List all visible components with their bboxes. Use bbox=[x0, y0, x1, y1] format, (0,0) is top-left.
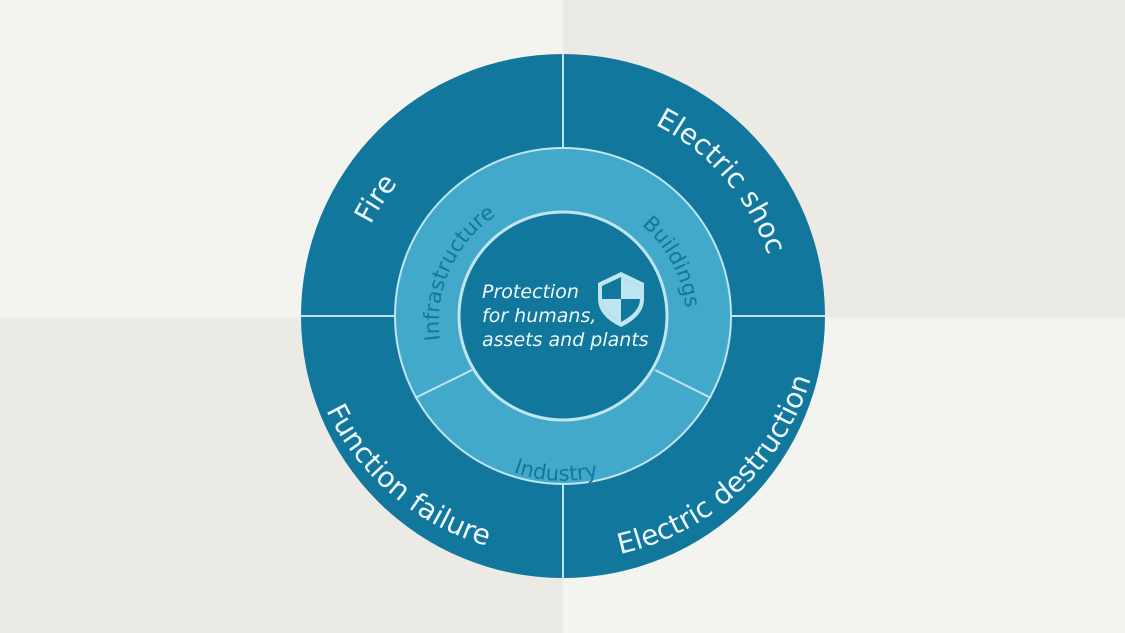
divider-middle-left bbox=[414, 369, 473, 399]
center-circle bbox=[457, 210, 669, 422]
center-line-3: assets and plants bbox=[482, 329, 649, 351]
shield-icon bbox=[598, 272, 644, 327]
center-line-2: for humans, bbox=[482, 305, 596, 327]
divider-middle-right bbox=[654, 369, 712, 399]
center-line-1: Protection bbox=[482, 281, 579, 303]
